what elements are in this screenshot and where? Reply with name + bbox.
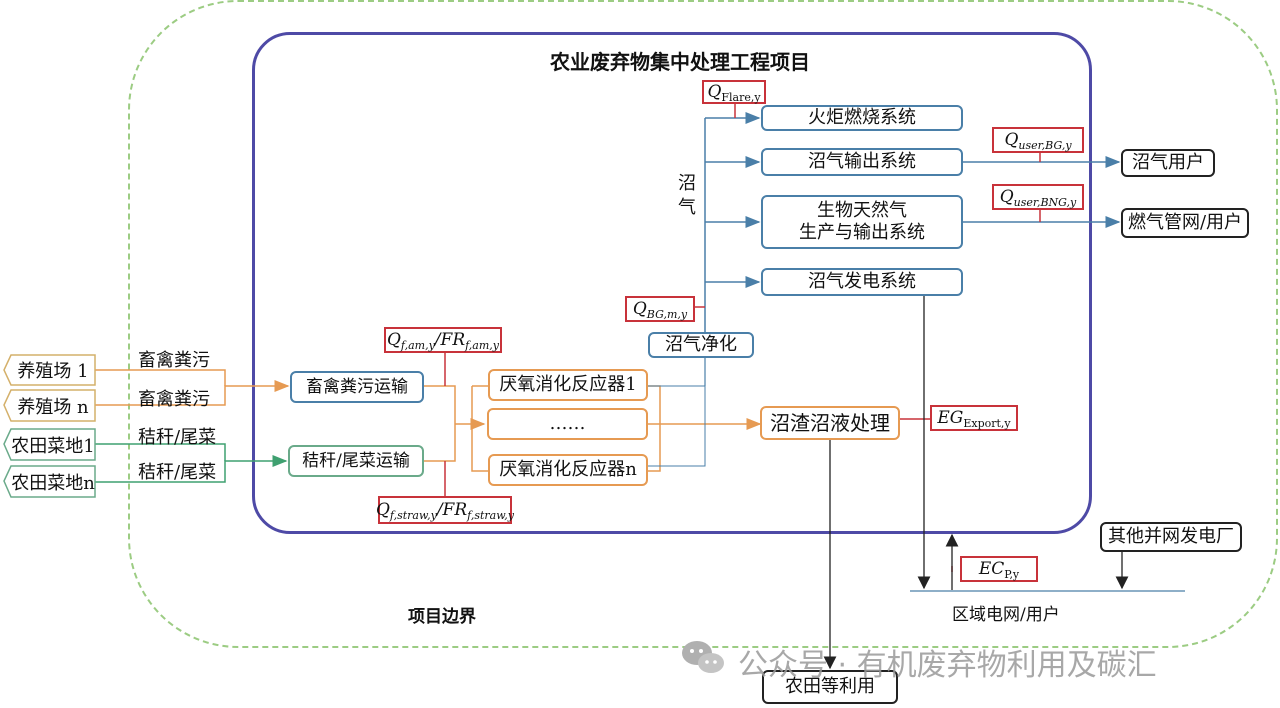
source-field-1: 农田菜地1	[11, 435, 95, 457]
straw-transport-box: 秸秆/尾菜运输	[288, 445, 424, 477]
farmland-box: 农田等利用	[762, 670, 898, 704]
flow-label-manure-1: 畜禽粪污	[138, 350, 210, 371]
project-frame	[252, 32, 1092, 534]
other-plants-box: 其他并网发电厂	[1100, 522, 1242, 552]
manure-transport-box: 畜禽粪污运输	[290, 371, 424, 403]
digestate-box: 沼渣沼液处理	[760, 406, 900, 440]
biogas-export-box: 沼气输出系统	[761, 148, 963, 176]
source-shapes	[3, 354, 96, 498]
biogas-vertical-label: 沼气	[678, 173, 696, 218]
flow-label-straw-n: 秸秆/尾菜	[138, 462, 217, 483]
diagram-title: 农业废弃物集中处理工程项目	[550, 50, 810, 74]
gas-grid-box: 燃气管网/用户	[1121, 208, 1249, 238]
grid-label: 区域电网/用户	[952, 605, 1060, 625]
flare-system-box: 火炬燃烧系统	[761, 105, 963, 131]
bng-line1: 生物天然气	[817, 200, 907, 221]
reactor-n-box: 厌氧消化反应器n	[488, 454, 648, 486]
flow-label-straw-1: 秸秆/尾菜	[138, 427, 217, 448]
biogas-users-box: 沼气用户	[1121, 149, 1215, 177]
power-system-box: 沼气发电系统	[761, 268, 963, 296]
source-farm-1: 养殖场 1	[17, 361, 89, 382]
boundary-label: 项目边界	[408, 607, 476, 627]
watermark-text: 公众号 · 有机废弃物利用及碳汇	[738, 648, 1157, 683]
purification-box: 沼气净化	[648, 332, 754, 358]
source-field-n: 农田菜地n	[11, 472, 95, 494]
wechat-icon	[680, 638, 726, 686]
reactor-1-box: 厌氧消化反应器1	[488, 369, 648, 401]
reactor-ellipsis-box: ……	[487, 408, 648, 440]
bng-system-box: 生物天然气 生产与输出系统	[761, 195, 963, 249]
source-farm-n: 养殖场 n	[17, 396, 89, 418]
flow-label-manure-n: 畜禽粪污	[138, 389, 210, 410]
bng-line2: 生产与输出系统	[799, 222, 925, 243]
